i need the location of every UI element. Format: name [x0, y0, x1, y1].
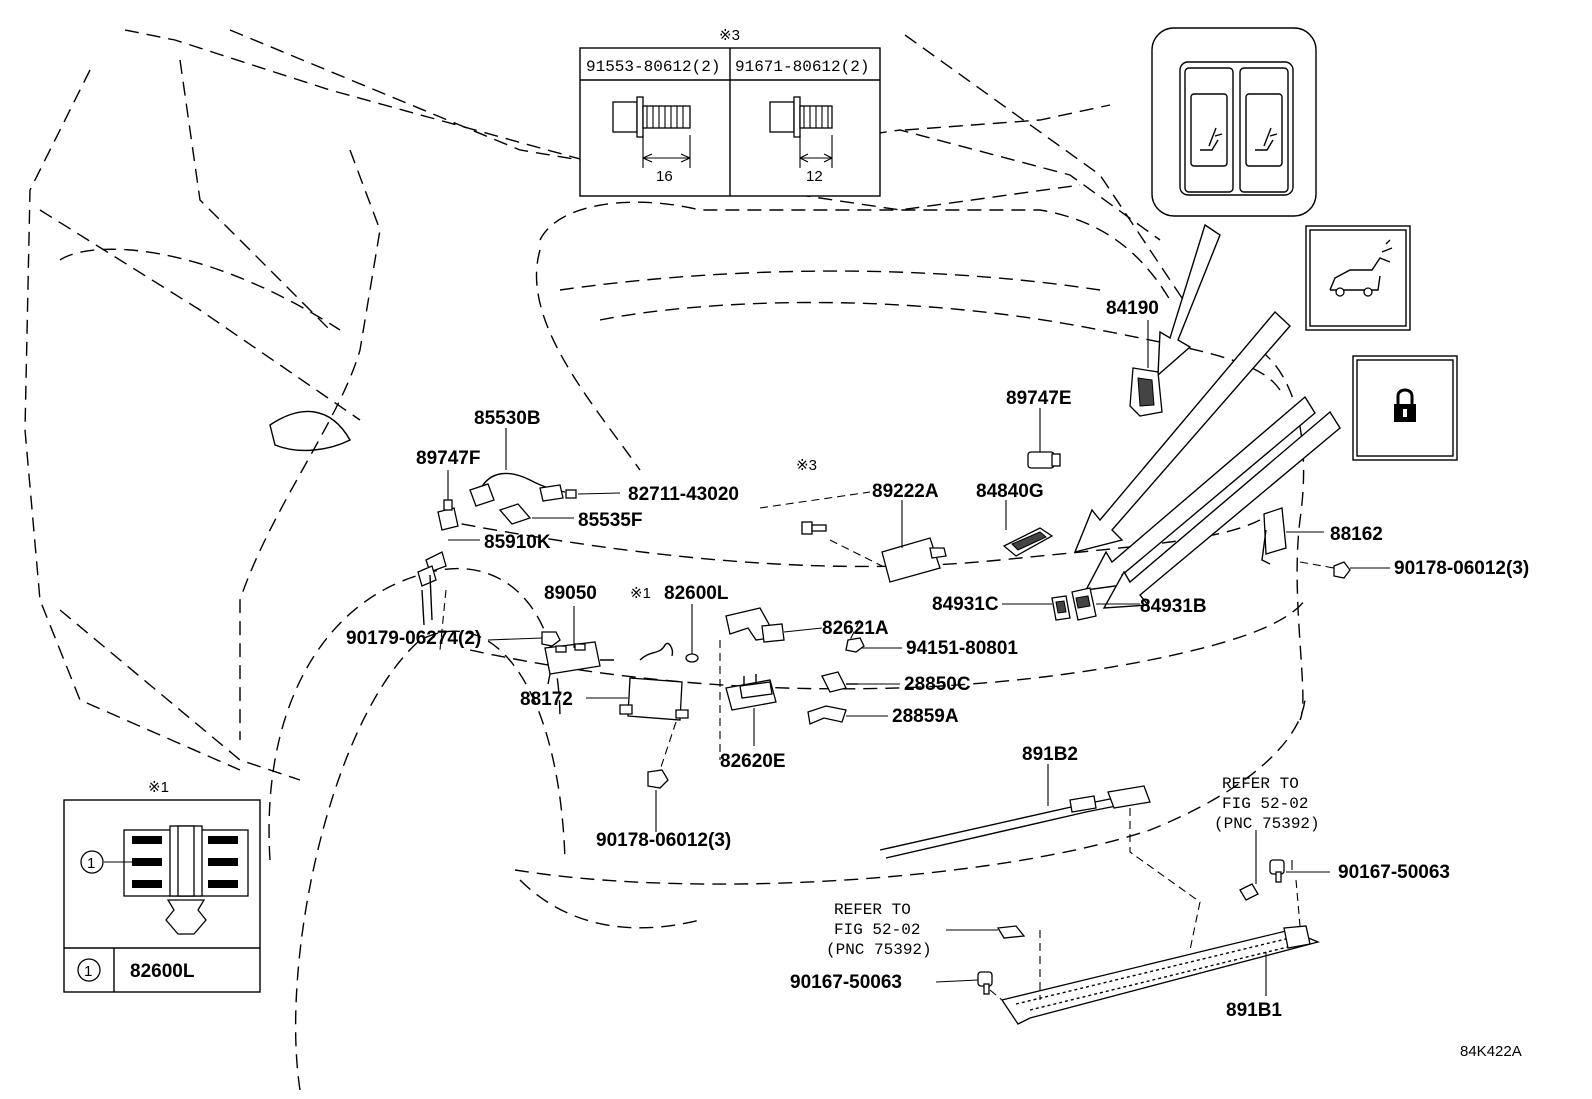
label-82620e: 82620E [720, 751, 786, 772]
switch-84840g [1002, 527, 1054, 557]
clip-drawing [104, 825, 249, 935]
label-90178-06012-bottom: 90178-06012(3) [596, 830, 731, 851]
clip-refer-right [1239, 883, 1259, 901]
note-mark-1-inset: ※1 [148, 779, 169, 796]
power-seat-switch-inset [1151, 27, 1317, 217]
module-89222a [881, 537, 947, 583]
sensor-89747e [1027, 451, 1061, 469]
power-liftgate-icon [1305, 225, 1411, 331]
parts [417, 367, 1351, 1025]
leader-lines [439, 320, 1390, 1001]
bolt-right-length: 12 [806, 168, 823, 185]
diagram-id: 84K422A [1460, 1043, 1522, 1060]
label-90167-50063-right: 90167-50063 [1338, 862, 1450, 883]
clip-refer-left [996, 925, 1026, 939]
label-88162: 88162 [1330, 524, 1383, 545]
screw-90167-right [1269, 859, 1285, 883]
bolt-table: ※3 91553-80612(2) 91671-80612(2) 16 12 [579, 27, 881, 197]
callout-arrows [1073, 223, 1341, 609]
label-85530b: 85530B [474, 408, 541, 429]
bolt-left-length: 16 [656, 168, 673, 185]
seat-fold-left-icon [1200, 127, 1223, 151]
harness-85530b [469, 472, 566, 507]
clip-ref-number-row: 1 [84, 963, 92, 980]
refer-note-right-line1: REFER TO [1222, 775, 1299, 793]
cover-28859a [807, 705, 847, 725]
label-82600l: 82600L [664, 583, 729, 604]
bracket-82621a [725, 607, 785, 643]
module-88172 [619, 677, 689, 721]
sensor-85535f [498, 503, 532, 525]
label-82621a: 82621A [822, 618, 889, 639]
relay-block-82620e [725, 674, 777, 711]
screw-90167-bottom [977, 971, 993, 995]
label-88172: 88172 [520, 689, 573, 710]
sensor-88162 [1261, 507, 1287, 565]
label-85535f: 85535F [578, 510, 642, 531]
harness-891b2 [879, 785, 1151, 859]
label-89747f: 89747F [416, 448, 480, 469]
refer-note-left-line3: (PNC 75392) [826, 941, 932, 959]
label-89222a: 89222A [872, 481, 939, 502]
clip-ref-number: 1 [87, 855, 95, 872]
clip-inset: ※1 1 1 82600L [63, 779, 261, 993]
grommet-82711 [565, 489, 577, 499]
bolt-3 [801, 521, 827, 535]
label-85910k: 85910K [484, 532, 551, 553]
switch-84931c [1051, 587, 1097, 621]
label-891b2: 891B2 [1022, 744, 1078, 765]
label-94151-80801: 94151-80801 [906, 638, 1018, 659]
harness-85910k [417, 551, 447, 626]
clip-part-number: 82600L [130, 961, 195, 982]
refer-note-left-line1: REFER TO [834, 901, 911, 919]
refer-note-left-line2: FIG 52-02 [834, 921, 920, 939]
note-mark-1-clip: ※1 [630, 585, 651, 602]
callout-labels: 84190 89747E 85530B 89747F 82711-43020 8… [346, 298, 1529, 1021]
label-28850c: 28850C [904, 674, 971, 695]
nut-90179 [541, 631, 561, 647]
bolt-left-part-number: 91553-80612(2) [586, 58, 720, 76]
label-84190: 84190 [1106, 298, 1159, 319]
module-89050 [544, 641, 614, 685]
label-89747e: 89747E [1006, 388, 1072, 409]
nut-94151 [845, 637, 865, 653]
note-mark-3-bolt: ※3 [796, 457, 817, 474]
label-90167-50063-bottom: 90167-50063 [790, 972, 902, 993]
label-90178-06012-right: 90178-06012(3) [1394, 558, 1529, 579]
lock-icon [1352, 355, 1458, 461]
flange-bolt-16-icon: 16 [612, 96, 691, 185]
label-90179-06274: 90179-06274(2) [346, 628, 481, 649]
connector-28850c [821, 671, 858, 693]
flange-bolt-12-icon: 12 [769, 96, 833, 185]
bracket-891b1 [1000, 925, 1320, 1025]
switch-84190 [1129, 367, 1163, 417]
clip-82600l [639, 642, 699, 663]
sensor-89747f [437, 499, 459, 531]
nut-90178-right [1333, 561, 1351, 579]
nut-90178-bottom [647, 769, 669, 789]
label-84931c: 84931C [932, 594, 999, 615]
refer-note-right-line3: (PNC 75392) [1214, 815, 1320, 833]
note-mark-3-top: ※3 [719, 27, 740, 44]
label-84840g: 84840G [976, 481, 1044, 502]
label-891b1: 891B1 [1226, 1000, 1282, 1021]
label-89050: 89050 [544, 583, 597, 604]
refer-note-right-line2: FIG 52-02 [1222, 795, 1308, 813]
label-84931b: 84931B [1140, 596, 1207, 617]
label-28859a: 28859A [892, 706, 959, 727]
label-82711-43020: 82711-43020 [628, 484, 739, 505]
bolt-right-part-number: 91671-80612(2) [735, 58, 869, 76]
seat-fold-right-icon [1255, 127, 1278, 151]
